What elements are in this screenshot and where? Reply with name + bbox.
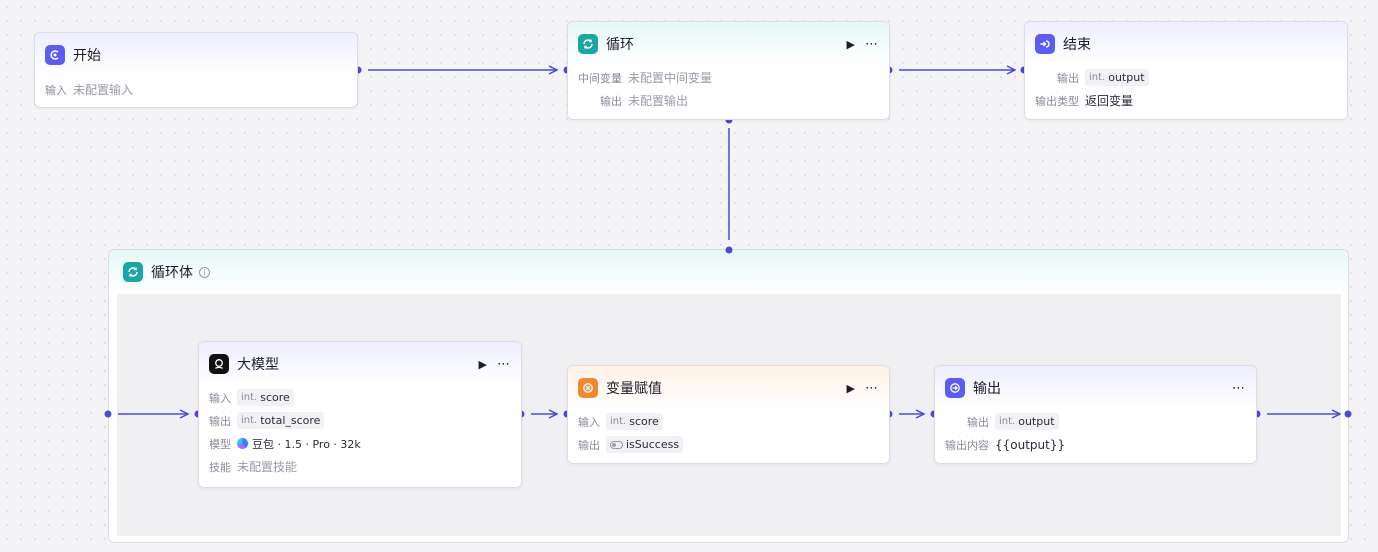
loop-mid-label: 中间变量 <box>578 71 622 85</box>
assign-output-tag: isSuccess <box>606 436 684 453</box>
loop-body-header: 循环体 i <box>109 250 1348 294</box>
start-input-value: 未配置输入 <box>73 83 134 97</box>
loop-body-title: 循环体 <box>151 265 193 281</box>
start-icon <box>45 45 65 65</box>
node-llm-header: 大模型 ▶ ⋯ <box>199 342 521 386</box>
assign-output-label: 输出 <box>578 438 600 452</box>
start-input-label: 输入 <box>45 83 67 97</box>
llm-model-label: 模型 <box>209 437 231 451</box>
node-assign-title: 变量赋值 <box>606 381 662 397</box>
loop-icon <box>123 262 143 282</box>
end-output-tag: int.output <box>1085 69 1149 86</box>
llm-input-label: 输入 <box>209 391 231 405</box>
assign-icon <box>578 378 598 398</box>
node-end-title: 结束 <box>1063 37 1091 53</box>
node-output[interactable]: 输出 ⋯ 输出 int.output 输出内容 {{output}} <box>934 365 1257 464</box>
end-output-label: 输出 <box>1057 71 1079 85</box>
output-content-value: {{output}} <box>995 437 1066 452</box>
more-icon[interactable]: ⋯ <box>865 380 879 396</box>
node-assign[interactable]: 变量赋值 ▶ ⋯ 输入 int.score 输出 isSuccess <box>567 365 890 464</box>
more-icon[interactable]: ⋯ <box>1232 380 1246 396</box>
llm-input-tag: int.score <box>237 389 294 406</box>
more-icon[interactable]: ⋯ <box>497 356 511 372</box>
node-end[interactable]: 结束 输出 int.output 输出类型 返回变量 <box>1024 21 1348 120</box>
play-icon[interactable]: ▶ <box>846 381 855 395</box>
end-icon <box>1035 34 1055 54</box>
node-llm[interactable]: 大模型 ▶ ⋯ 输入 int.score 输出 int.total_score … <box>198 341 522 488</box>
loop-mid-value: 未配置中间变量 <box>628 71 713 85</box>
info-icon[interactable]: i <box>199 266 210 278</box>
node-loop[interactable]: 循环 ▶ ⋯ 中间变量 未配置中间变量 输出 未配置输出 <box>567 21 890 120</box>
boolean-icon <box>610 440 623 449</box>
output-output-tag: int.output <box>995 413 1059 430</box>
llm-output-label: 输出 <box>209 414 231 428</box>
play-icon[interactable]: ▶ <box>478 357 487 371</box>
end-type-value: 返回变量 <box>1085 94 1134 108</box>
node-llm-title: 大模型 <box>237 357 279 373</box>
play-icon[interactable]: ▶ <box>846 37 855 51</box>
node-start-header: 开始 <box>35 33 357 77</box>
node-start-title: 开始 <box>73 48 101 64</box>
node-loop-header: 循环 ▶ ⋯ <box>568 22 889 66</box>
more-icon[interactable]: ⋯ <box>865 36 879 52</box>
loop-output-label: 输出 <box>600 94 622 108</box>
llm-skill-label: 技能 <box>209 460 231 474</box>
loop-output-value: 未配置输出 <box>628 94 689 108</box>
node-end-header: 结束 <box>1025 22 1347 66</box>
node-assign-header: 变量赋值 ▶ ⋯ <box>568 366 889 410</box>
output-output-label: 输出 <box>967 415 989 429</box>
node-start[interactable]: 开始 输入 未配置输入 <box>34 32 358 108</box>
output-content-label: 输出内容 <box>945 438 989 452</box>
llm-skill-value: 未配置技能 <box>237 460 298 474</box>
assign-input-label: 输入 <box>578 415 600 429</box>
node-output-header: 输出 ⋯ <box>935 366 1256 410</box>
loop-icon <box>578 34 598 54</box>
output-icon <box>945 378 965 398</box>
doubao-icon <box>237 438 248 449</box>
end-type-label: 输出类型 <box>1035 94 1079 108</box>
llm-output-tag: int.total_score <box>237 412 325 429</box>
node-loop-title: 循环 <box>606 37 634 53</box>
llm-icon <box>209 354 229 374</box>
node-output-title: 输出 <box>973 381 1001 397</box>
llm-model-value: 豆包 · 1.5 · Pro · 32k <box>252 437 361 451</box>
assign-input-tag: int.score <box>606 413 663 430</box>
